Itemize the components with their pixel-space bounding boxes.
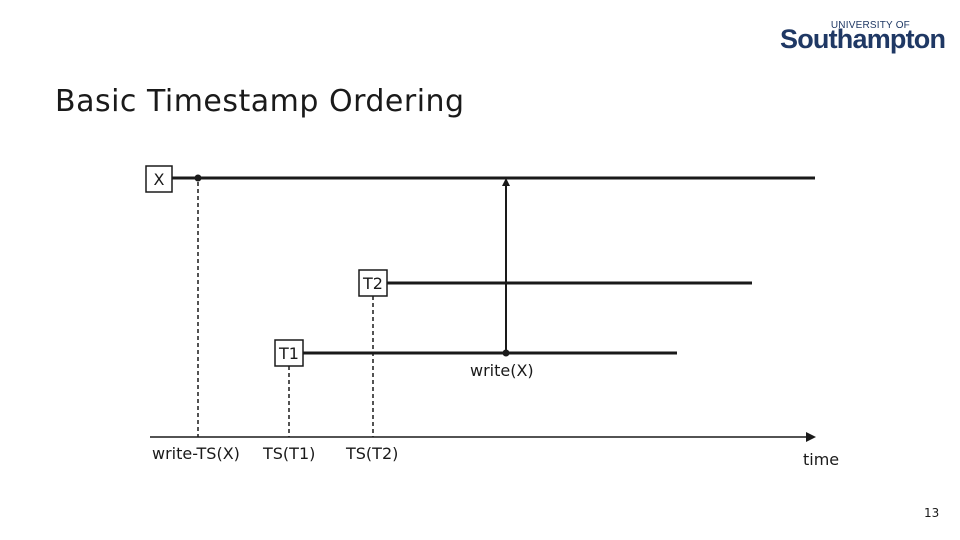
logo-university-of: UNIVERSITY OF <box>830 20 910 31</box>
university-logo: UNIVERSITY OF Southampton <box>780 20 946 60</box>
t1-label: T1 <box>278 344 299 363</box>
write-x-dot <box>502 349 510 357</box>
write-x-label: write(X) <box>470 361 534 380</box>
write-ts-x-label: write-TS(X) <box>152 444 240 463</box>
write-x-arrowhead <box>502 178 510 186</box>
ts-t1-label: TS(T1) <box>262 444 315 463</box>
time-label: time <box>803 450 839 469</box>
time-axis-arrowhead <box>806 432 816 442</box>
page-number: 13 <box>924 506 940 520</box>
t1-box <box>274 339 304 367</box>
ts-t2-label: TS(T2) <box>345 444 398 463</box>
slide-title: Basic Timestamp Ordering <box>55 84 465 119</box>
logo-name: Southampton <box>780 24 946 54</box>
t2-label: T2 <box>362 274 383 293</box>
write-ts-x-dot <box>194 174 202 182</box>
x-box <box>145 165 173 193</box>
t2-box <box>358 269 388 297</box>
x-label: X <box>154 170 165 189</box>
